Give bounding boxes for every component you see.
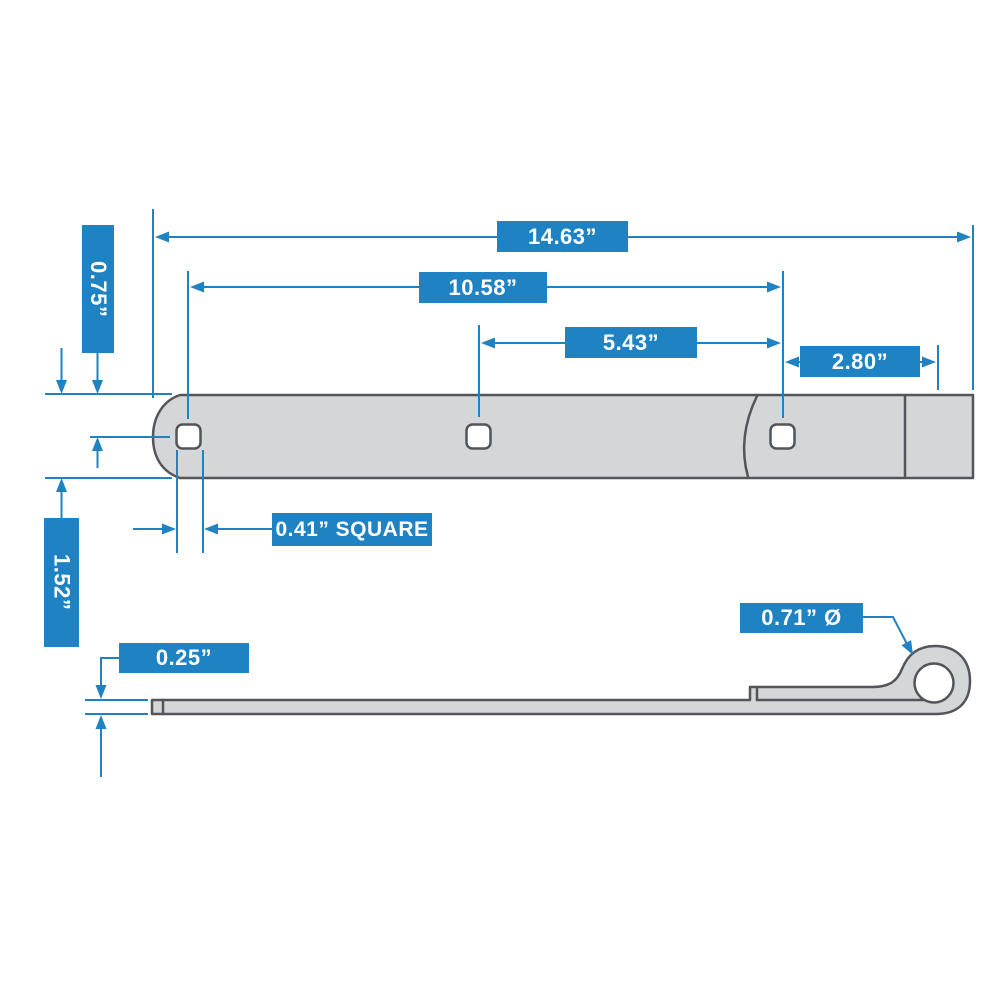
dimension-label-eye-diameter: 0.71” Ø (740, 603, 863, 633)
square-hole-3 (769, 423, 796, 450)
dimension-label-hole-size: 0.41” SQUARE (272, 513, 432, 546)
dimension-label-strap-width: 1.52” (44, 518, 79, 647)
dim-edge-offset-arrows (92, 353, 103, 468)
bend-curve-line (742, 394, 759, 479)
dim-thickness-lines (85, 657, 148, 777)
strap-side-view (150, 644, 972, 716)
dim-eye-diameter-leader (863, 616, 913, 655)
dim-hole-size-lines (133, 450, 272, 553)
square-hole-2 (465, 423, 492, 450)
strap-top-outline (151, 393, 975, 480)
dimension-label-end-span: 2.80” (800, 346, 920, 377)
dimension-label-mid-span: 5.43” (565, 327, 697, 358)
eye-loop-hole (913, 662, 955, 704)
dimension-label-thickness: 0.25” (119, 643, 249, 673)
dim-strap-width-arrows (56, 348, 67, 518)
dimension-label-edge-offset: 0.75” (82, 225, 114, 353)
dimension-label-hole-span: 10.58” (419, 272, 547, 303)
strap-top-view (151, 393, 975, 480)
dimension-label-overall-length: 14.63” (497, 221, 628, 252)
strap-profile-outline (150, 644, 972, 716)
square-hole-1 (175, 423, 202, 450)
